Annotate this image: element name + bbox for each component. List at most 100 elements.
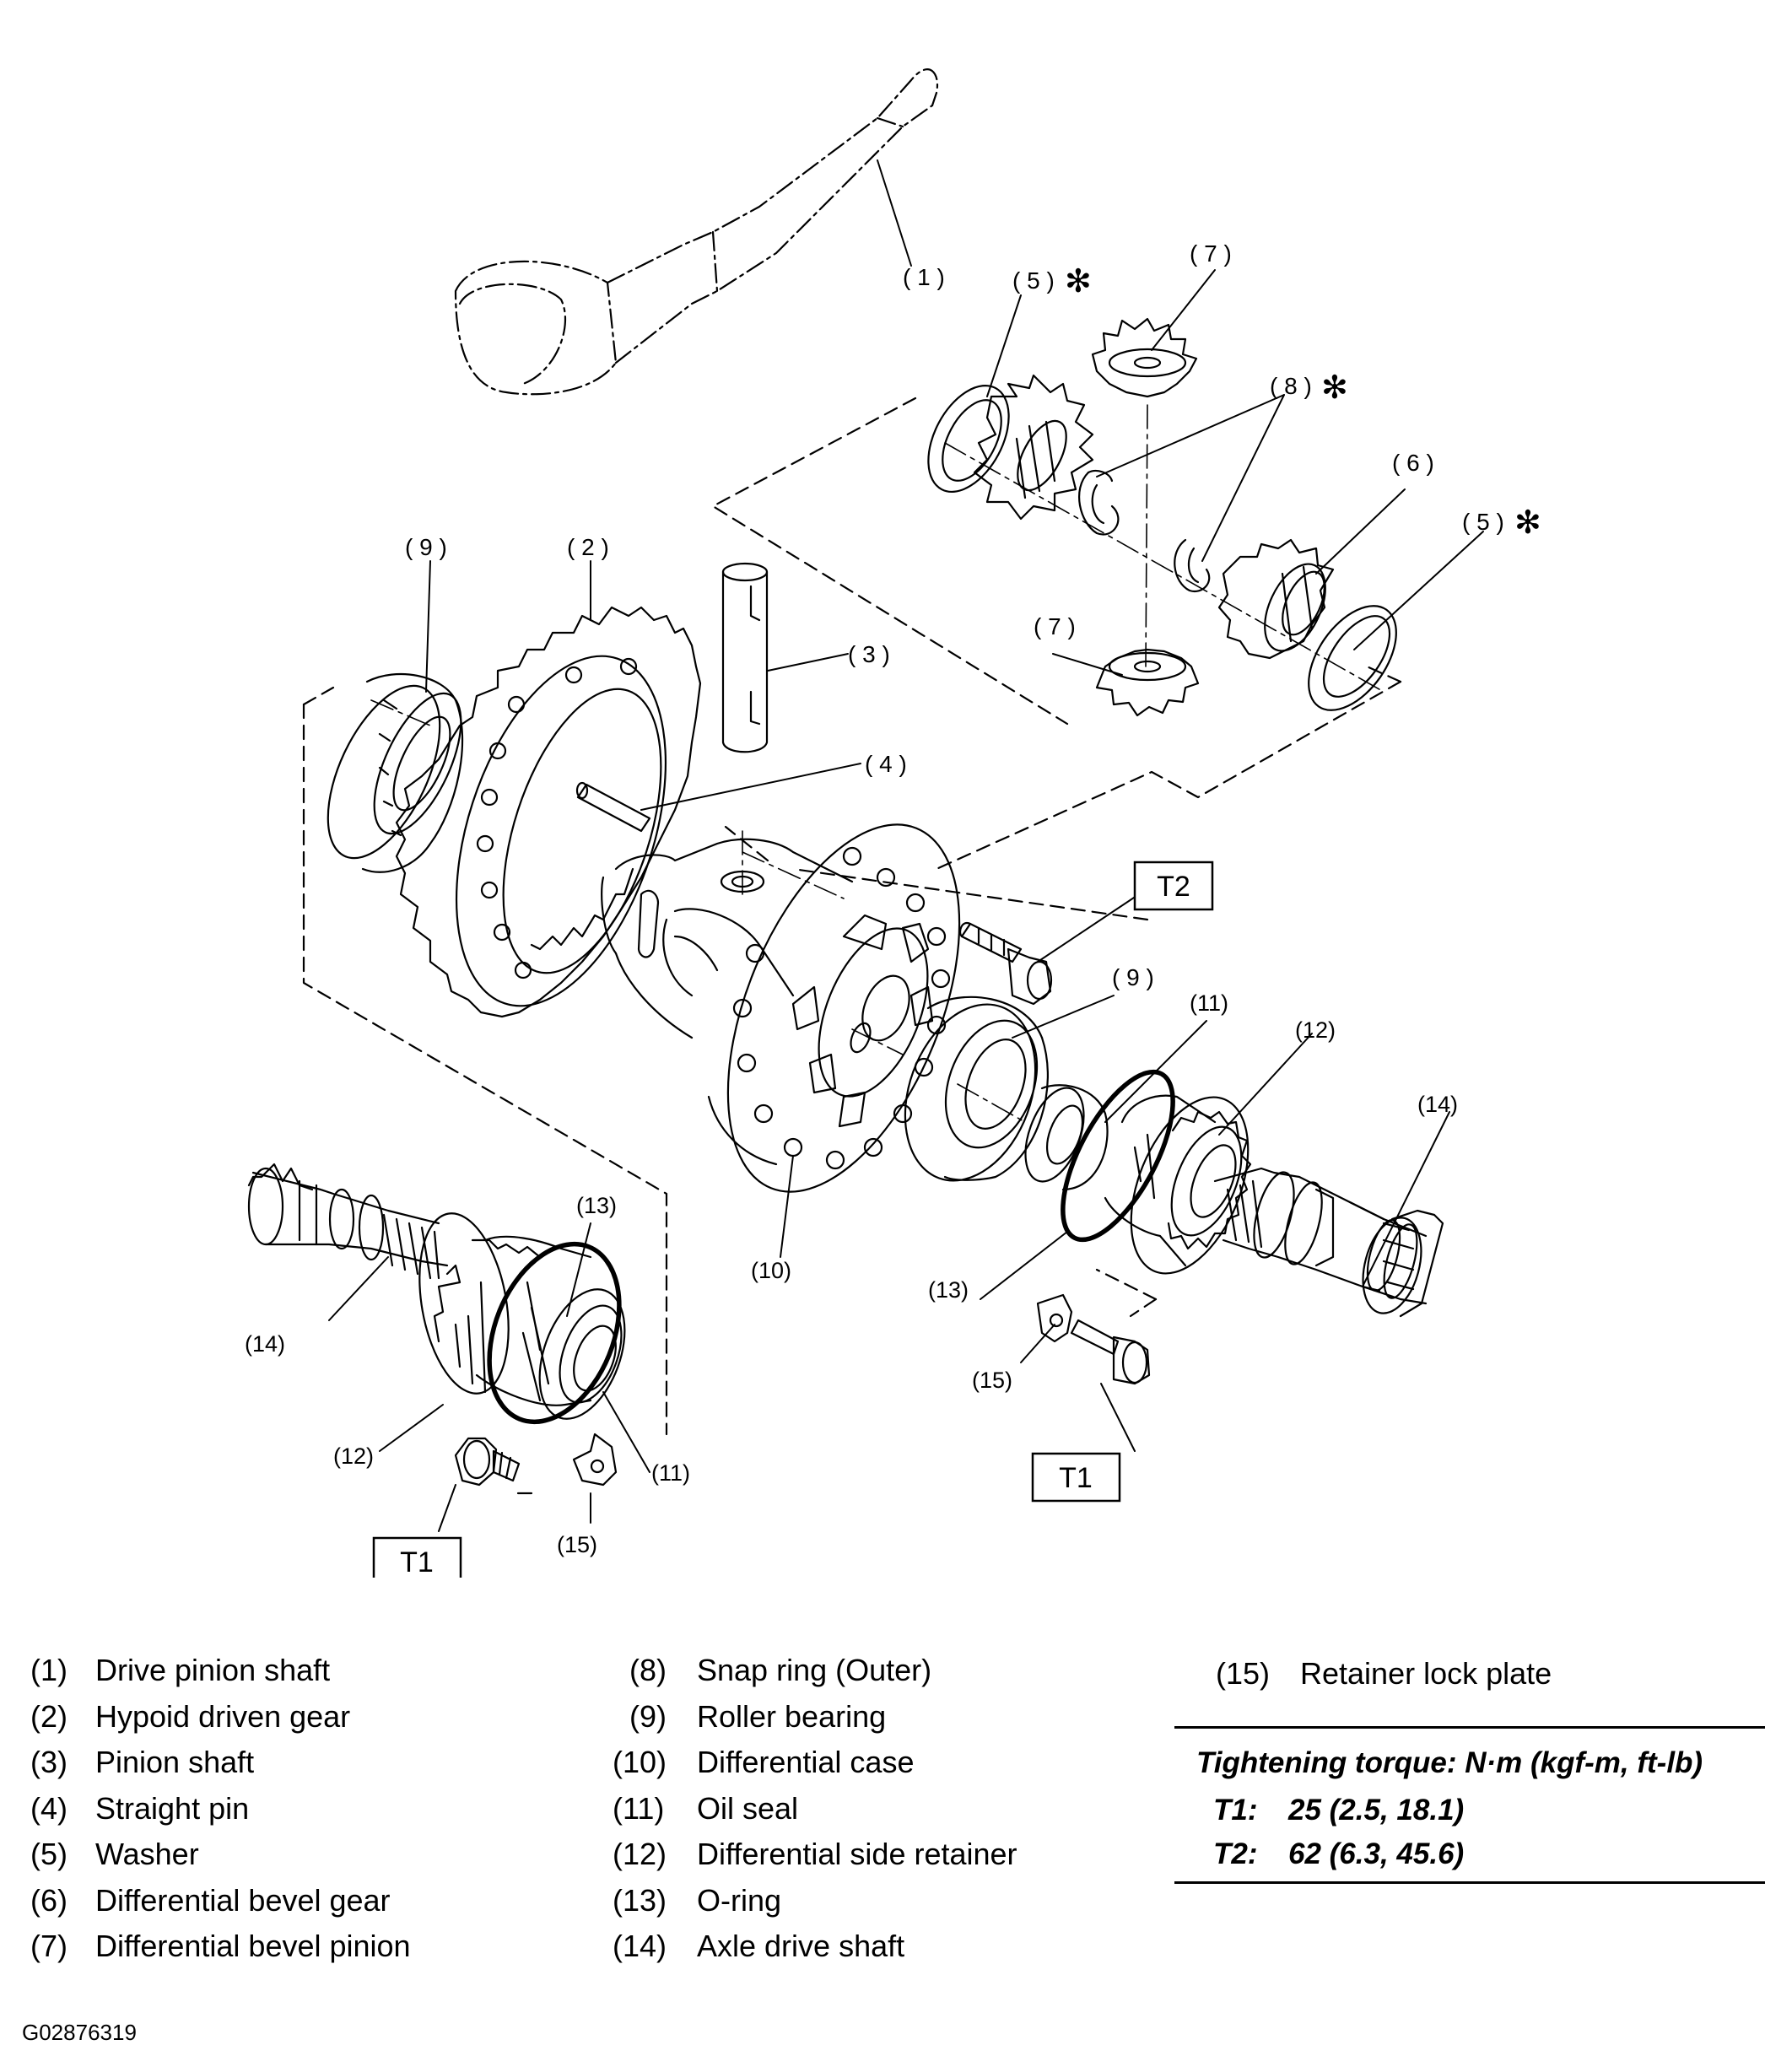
bevel-gear-right bbox=[1217, 538, 1335, 660]
legend-number: (11) bbox=[613, 1790, 665, 1826]
differential-case bbox=[601, 823, 961, 1193]
callout-12-right: (12) bbox=[1295, 1017, 1336, 1043]
callout-9-left: ( 9 ) bbox=[405, 534, 447, 560]
callout-5-right: ( 5 ) bbox=[1462, 509, 1504, 535]
torque-box-t1-left-label: T1 bbox=[400, 1546, 434, 1578]
asterisk-5-right: ✻ bbox=[1514, 505, 1541, 541]
callout-5-upper: ( 5 ) bbox=[1012, 267, 1055, 294]
torque-box-t1-right-label: T1 bbox=[1059, 1462, 1093, 1494]
legend-number: (10) bbox=[613, 1745, 667, 1779]
hypoid-driven-gear bbox=[395, 606, 702, 1018]
legend-label: Differential case bbox=[697, 1745, 915, 1779]
leader-lines bbox=[328, 159, 1484, 1532]
legend-number: (15) bbox=[1216, 1656, 1271, 1691]
roller-bearing-left bbox=[327, 672, 464, 873]
legend-label: Oil seal bbox=[697, 1790, 799, 1826]
callout-2: ( 2 ) bbox=[567, 534, 609, 560]
callout-13-right: (13) bbox=[928, 1277, 969, 1303]
legend-number: (5) bbox=[30, 1837, 67, 1871]
callout-14-left: (14) bbox=[245, 1331, 285, 1357]
legend-label: Snap ring (Outer) bbox=[697, 1653, 932, 1687]
straight-pin bbox=[575, 781, 651, 833]
washer-upper bbox=[927, 384, 1010, 494]
legend-number: (14) bbox=[613, 1929, 667, 1963]
callout-14-right: (14) bbox=[1417, 1092, 1458, 1117]
callout-13-left: (13) bbox=[576, 1193, 617, 1218]
legend-label: Roller bearing bbox=[697, 1698, 887, 1734]
roller-bearing-right bbox=[904, 996, 1049, 1182]
callout-9-right: ( 9 ) bbox=[1112, 964, 1154, 990]
legend-label: Pinion shaft bbox=[95, 1745, 255, 1779]
drive-pinion-shaft bbox=[454, 68, 939, 396]
callout-11-left: (11) bbox=[651, 1460, 690, 1486]
legend-number: (3) bbox=[30, 1745, 67, 1779]
torque-heading: Tightening torque: N·m (kgf-m, ft-lb) bbox=[1196, 1746, 1703, 1779]
axle-shaft-left bbox=[247, 1163, 449, 1280]
callout-labels: ( 1 ) ( 5 ) ✻ ( 7 ) ( 8 ) ✻ ( 6 ) ( 5 ) … bbox=[245, 240, 1541, 1557]
bevel-pinion-top bbox=[1091, 317, 1198, 398]
snap-ring-lower bbox=[1174, 538, 1211, 593]
asterisk-8: ✻ bbox=[1321, 370, 1348, 406]
t1-bolt-right bbox=[1070, 1319, 1151, 1385]
legend-number: (4) bbox=[30, 1790, 67, 1826]
legend-label: Differential bevel gear bbox=[95, 1882, 391, 1918]
legend-number: (2) bbox=[30, 1698, 67, 1734]
legend-label: Differential side retainer bbox=[697, 1837, 1017, 1871]
legend-number: (9) bbox=[629, 1698, 667, 1734]
torque-box-t2-label: T2 bbox=[1157, 871, 1190, 903]
legend-number: (1) bbox=[30, 1653, 67, 1687]
t1-bolt-left bbox=[454, 1437, 521, 1487]
torque-t2-key: T2: bbox=[1213, 1837, 1258, 1870]
torque-t2-value: 62 (6.3, 45.6) bbox=[1288, 1837, 1465, 1870]
legend-label: Drive pinion shaft bbox=[95, 1653, 331, 1687]
bevel-pinion-bottom bbox=[1095, 648, 1200, 717]
legend-label: O-ring bbox=[697, 1882, 782, 1918]
torque-box-t1-right: T1 bbox=[1031, 1452, 1121, 1503]
oil-seal-right bbox=[1024, 1084, 1109, 1191]
washer-right bbox=[1308, 605, 1397, 711]
callout-15-left: (15) bbox=[557, 1532, 597, 1557]
callout-1: ( 1 ) bbox=[903, 264, 945, 290]
lock-plate-right bbox=[1036, 1293, 1073, 1343]
legend-label: Differential bevel pinion bbox=[95, 1929, 411, 1963]
callout-8: ( 8 ) bbox=[1270, 373, 1312, 399]
legend-label: Washer bbox=[95, 1837, 199, 1871]
legend-number: (7) bbox=[30, 1929, 67, 1963]
callout-3: ( 3 ) bbox=[848, 641, 890, 667]
legend-label: Axle drive shaft bbox=[697, 1929, 905, 1963]
assembly-guide-lines bbox=[302, 397, 1402, 1495]
callout-11-right: (11) bbox=[1190, 990, 1228, 1016]
callout-7-bottom: ( 7 ) bbox=[1034, 613, 1076, 639]
legend-number: (12) bbox=[613, 1837, 667, 1871]
side-retainer-right bbox=[1104, 1094, 1252, 1275]
figure-id: G02876319 bbox=[22, 2020, 137, 2045]
torque-rule-top bbox=[1174, 1726, 1765, 1729]
legend-number: (8) bbox=[629, 1653, 667, 1687]
callout-10: (10) bbox=[751, 1258, 791, 1283]
lock-plate-left bbox=[572, 1433, 618, 1487]
callout-6: ( 6 ) bbox=[1392, 450, 1434, 476]
callout-7-top: ( 7 ) bbox=[1190, 240, 1232, 267]
center-axes bbox=[370, 404, 1384, 1123]
torque-t1-key: T1: bbox=[1213, 1794, 1258, 1826]
torque-box-t1-left: T1 bbox=[372, 1536, 462, 1578]
asterisk-5-upper: ✻ bbox=[1065, 264, 1092, 299]
legend-label: Retainer lock plate bbox=[1300, 1656, 1552, 1691]
exploded-diagram: T2 T1 T1 ( 1 ) ( 5 ) ✻ ( 7 ) ( 8 ) ✻ ( 6… bbox=[245, 68, 1541, 1578]
snap-ring-upper bbox=[1078, 469, 1120, 536]
callout-12-left: (12) bbox=[333, 1443, 374, 1469]
legend-number: (6) bbox=[30, 1882, 67, 1918]
legend-label: Hypoid driven gear bbox=[95, 1698, 351, 1734]
torque-rule-bottom bbox=[1174, 1881, 1765, 1884]
torque-t1-value: 25 (2.5, 18.1) bbox=[1288, 1794, 1465, 1826]
oil-seal-left bbox=[521, 1281, 626, 1420]
torque-box-t2: T2 bbox=[1133, 861, 1214, 911]
bevel-gear-upper bbox=[973, 374, 1094, 521]
t2-bolt bbox=[958, 921, 1053, 1006]
pinion-shaft bbox=[721, 562, 769, 753]
callout-4: ( 4 ) bbox=[865, 751, 907, 777]
o-ring-left bbox=[487, 1241, 622, 1425]
callout-15-right: (15) bbox=[972, 1368, 1012, 1393]
parts-legend: (1) Drive pinion shaft (2) Hypoid driven ge… bbox=[30, 1653, 1768, 1961]
legend-label: Straight pin bbox=[95, 1790, 250, 1826]
